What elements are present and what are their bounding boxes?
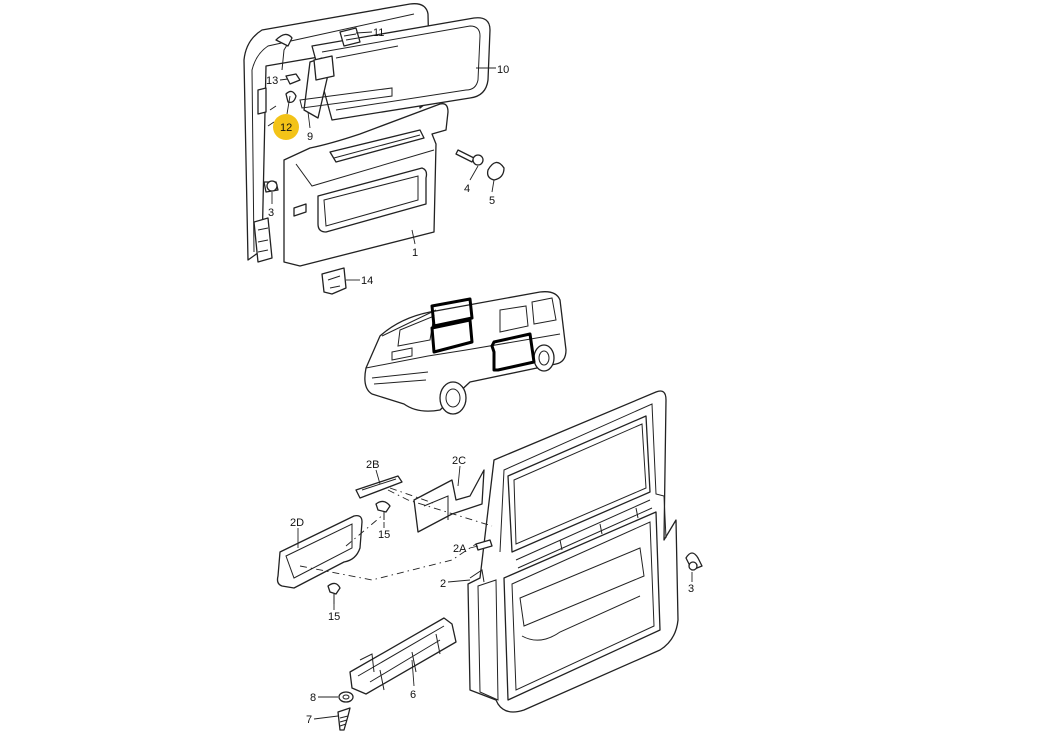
label-2D[interactable]: 2D [290,517,304,529]
label-10[interactable]: 10 [497,64,509,76]
label-9[interactable]: 9 [307,131,313,143]
label-15-b[interactable]: 15 [328,611,340,623]
label-2[interactable]: 2 [440,578,446,590]
upper-assembly [243,3,505,295]
label-1[interactable]: 1 [412,247,418,259]
lower-leaders [297,465,693,720]
label-3-top[interactable]: 3 [268,207,274,219]
label-6[interactable]: 6 [410,689,416,701]
label-7[interactable]: 7 [306,714,312,726]
label-13[interactable]: 13 [266,75,278,87]
label-2A[interactable]: 2A [453,543,467,555]
lower-assembly [276,390,703,731]
label-14[interactable]: 14 [361,275,373,287]
label-4[interactable]: 4 [464,183,470,195]
label-5[interactable]: 5 [489,195,495,207]
assembly-lines [299,487,493,581]
upper-leaders [271,31,496,281]
label-15-a[interactable]: 15 [378,529,390,541]
label-3-bottom[interactable]: 3 [688,583,694,595]
highlight-marker-12[interactable] [273,114,299,140]
label-12[interactable]: 12 [280,122,292,134]
label-2B[interactable]: 2B [366,459,379,471]
label-11[interactable]: 11 [373,27,384,39]
label-8[interactable]: 8 [310,692,316,704]
label-2C[interactable]: 2C [452,455,466,467]
van-thumbnail [364,291,567,415]
